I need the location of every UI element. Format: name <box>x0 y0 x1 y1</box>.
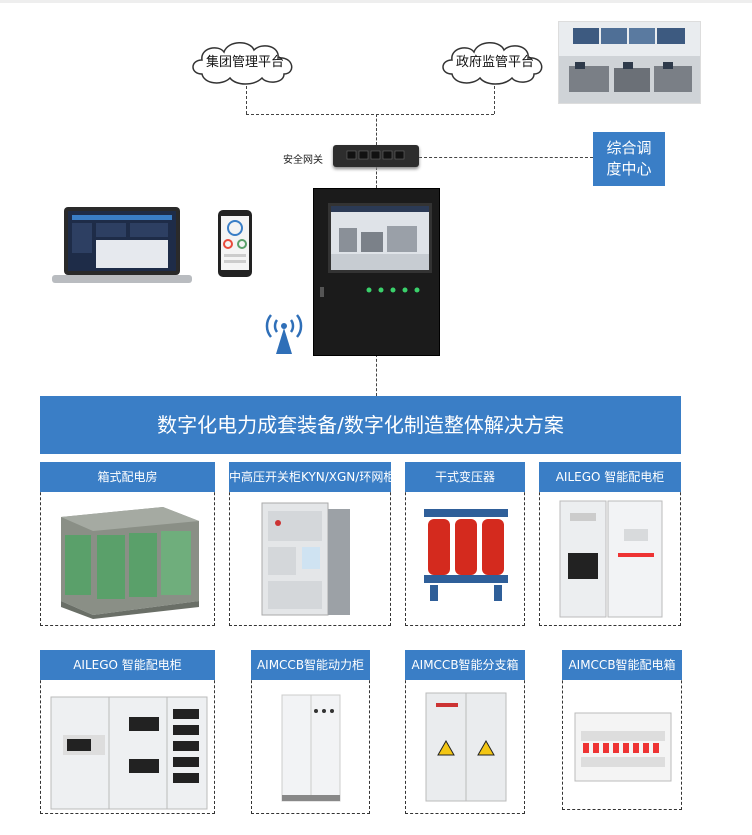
gov-platform-label: 政府监管平台 <box>455 55 534 70</box>
solution-banner: 数字化电力成套装备/数字化制造整体解决方案 <box>40 396 681 454</box>
switchgear-image <box>261 502 350 616</box>
box-substation-image <box>61 507 199 619</box>
product-card: 中高压开关柜KYN/XGN/环网柜 <box>229 462 395 626</box>
branch-box-image <box>425 692 507 802</box>
connector-line <box>246 114 494 115</box>
product-title: AIMCCB智能分支箱 <box>405 650 525 680</box>
product-title: 中高压开关柜KYN/XGN/环网柜 <box>229 462 395 492</box>
dispatch-center-line1: 综合调 <box>606 139 652 157</box>
product-card: AIMCCB智能动力柜 <box>251 650 370 814</box>
cloud-icon <box>192 42 293 85</box>
connector-line <box>376 167 377 188</box>
dispatch-center-box: 综合调 度中心 <box>593 132 665 186</box>
control-room-photo <box>558 21 701 104</box>
smart-cabinet-image <box>50 696 208 810</box>
product-title: 箱式配电房 <box>40 462 215 492</box>
product-card: AILEGO 智能配电柜 <box>40 650 215 814</box>
connector-line <box>494 86 495 114</box>
dispatch-center-line2: 度中心 <box>606 160 652 178</box>
connector-line <box>376 114 377 145</box>
connector-line <box>376 354 377 396</box>
phone-icon <box>218 210 252 277</box>
product-card: AIMCCB智能分支箱 <box>405 650 525 814</box>
cloud-icon <box>442 42 543 85</box>
product-title: AIMCCB智能动力柜 <box>251 650 370 680</box>
product-card: AILEGO 智能配电柜 <box>539 462 681 626</box>
product-title: AILEGO 智能配电柜 <box>539 462 681 492</box>
smart-cabinet <box>313 188 440 356</box>
connector-line <box>246 86 247 114</box>
smart-cabinet-image <box>559 500 663 618</box>
connector-line <box>419 157 593 158</box>
cabinet-handle <box>320 287 324 297</box>
gateway-label: 安全网关 <box>283 155 323 166</box>
product-title: 干式变压器 <box>405 462 525 492</box>
network-switch-icon <box>333 145 419 167</box>
product-title: AILEGO 智能配电柜 <box>40 650 215 680</box>
product-card: 箱式配电房 <box>40 462 215 626</box>
transformer-image <box>424 509 508 601</box>
group-platform-label: 集团管理平台 <box>205 55 284 70</box>
indicator-lights <box>366 287 420 293</box>
laptop-icon <box>52 205 192 285</box>
product-title: AIMCCB智能配电箱 <box>562 650 682 680</box>
power-cabinet-image <box>281 694 341 802</box>
cabinet-screen <box>328 203 432 273</box>
product-card: AIMCCB智能配电箱 <box>562 650 682 810</box>
distribution-box-image <box>574 712 672 782</box>
product-card: 干式变压器 <box>405 462 525 626</box>
wifi-tower-icon <box>262 312 306 356</box>
top-divider <box>0 0 752 3</box>
